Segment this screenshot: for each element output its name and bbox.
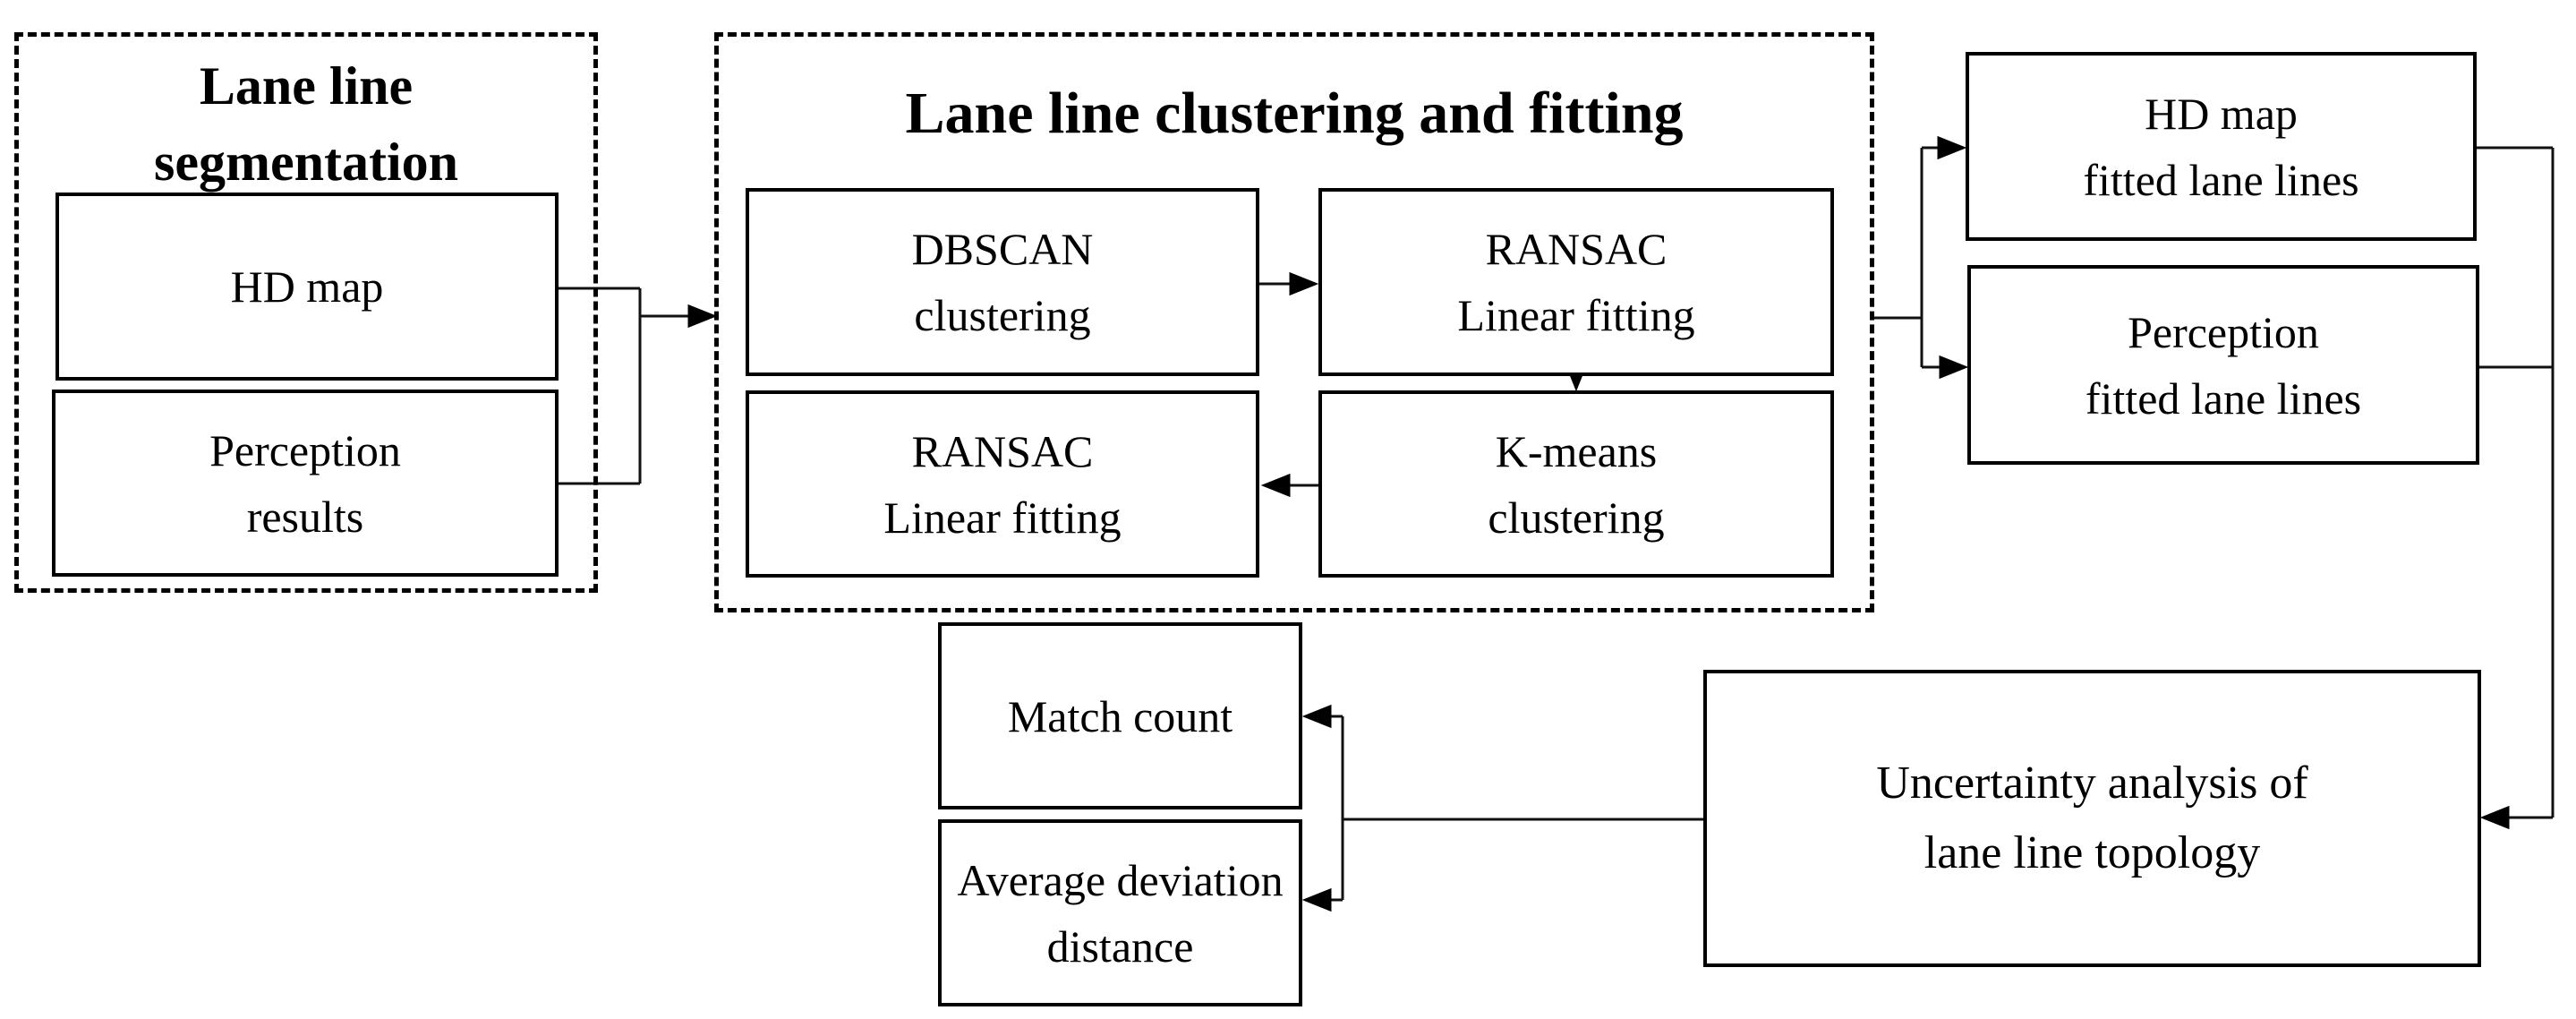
node-label: fitted lane lines <box>2083 154 2359 205</box>
node-ransac-linear-fitting-bottom: RANSAC Linear fitting <box>746 390 1259 578</box>
group-title-line: Lane line clustering and fitting <box>905 81 1684 146</box>
connector-fitted-to-uncertainty-bus <box>2477 146 2555 818</box>
node-match-count: Match count <box>938 622 1302 809</box>
node-label: DBSCAN <box>911 224 1094 274</box>
node-label: Perception <box>2128 306 2319 357</box>
node-label: RANSAC <box>1485 224 1668 274</box>
node-label: distance <box>1046 921 1194 972</box>
node-perception-results: Perception results <box>52 390 559 577</box>
group-title-line: segmentation <box>154 133 458 192</box>
node-average-deviation-distance: Average deviation distance <box>938 819 1302 1006</box>
node-label: Uncertainty analysis of <box>1876 758 2308 809</box>
node-label: K-means <box>1495 425 1658 476</box>
node-label: fitted lane lines <box>2085 372 2362 424</box>
node-label: RANSAC <box>911 425 1094 476</box>
node-kmeans-clustering: K-means clustering <box>1318 390 1834 578</box>
node-label: clustering <box>1488 492 1665 543</box>
node-label: clustering <box>914 290 1091 340</box>
node-label: HD map <box>2145 88 2298 139</box>
node-ransac-linear-fitting-top: RANSAC Linear fitting <box>1318 188 1834 376</box>
group-title-lane-line-clustering-fitting: Lane line clustering and fitting <box>714 82 1874 145</box>
node-label: Perception <box>209 424 401 475</box>
group-title-line: Lane line <box>199 56 414 116</box>
node-label: Average deviation <box>957 854 1284 905</box>
node-dbscan-clustering: DBSCAN clustering <box>746 188 1259 376</box>
node-label: HD map <box>230 261 384 312</box>
node-hd-map-fitted-lane-lines: HD map fitted lane lines <box>1966 52 2477 241</box>
connector-clustering-output-branch <box>1872 148 1923 367</box>
group-title-lane-line-segmentation: Lane line segmentation <box>27 48 585 201</box>
node-perception-fitted-lane-lines: Perception fitted lane lines <box>1967 265 2479 465</box>
node-label: Match count <box>1007 690 1233 741</box>
node-label: lane line topology <box>1923 827 2261 878</box>
node-hd-map: HD map <box>55 193 559 381</box>
group-lane-line-clustering-fitting <box>714 32 1874 612</box>
node-label: Linear fitting <box>1457 290 1695 340</box>
group-lane-line-segmentation <box>14 32 598 593</box>
node-label: Linear fitting <box>883 492 1122 543</box>
connector-uncertainty-output-branch <box>1341 716 1703 900</box>
node-uncertainty-analysis: Uncertainty analysis of lane line topolo… <box>1703 670 2481 967</box>
connector-left-bus <box>557 287 642 485</box>
node-label: results <box>246 491 364 542</box>
